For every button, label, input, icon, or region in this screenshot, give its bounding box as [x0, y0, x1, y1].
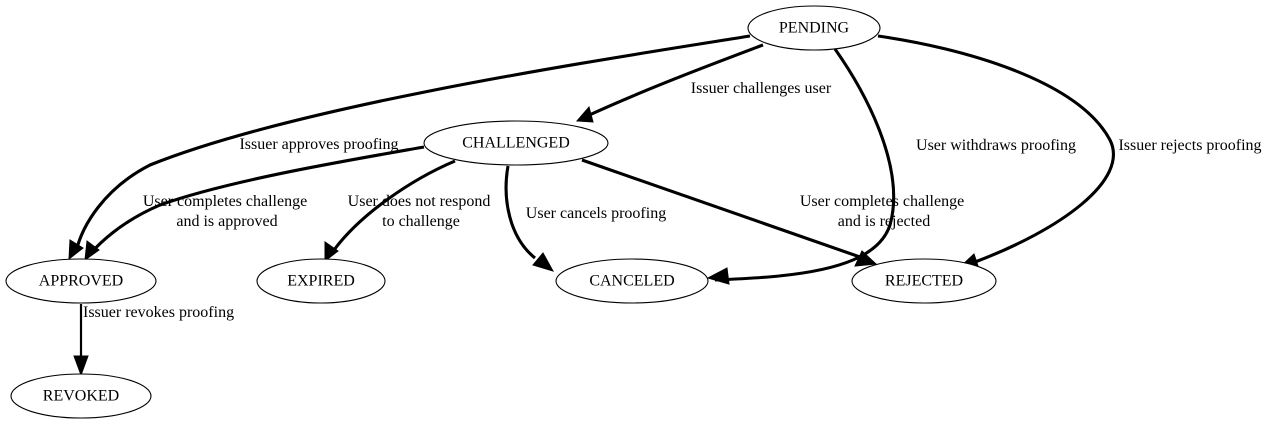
edge-challenged-canceled-arrowhead: [532, 252, 555, 272]
node-pending-label: PENDING: [779, 20, 850, 37]
edge-pending-approved-arrowhead: [68, 239, 84, 261]
node-rejected-shape[interactable]: [851, 258, 997, 304]
edge-pending-approved-label: Issuer approves proofing: [239, 136, 398, 153]
edge-pending-challenged-label: Issuer challenges user: [691, 80, 832, 97]
edge-challenged-approved-label: User completes challenge and is approved: [143, 193, 311, 230]
edge-pending-approved-line: [74, 34, 751, 253]
edge-pending-canceled: User withdraws proofing: [706, 48, 1076, 285]
edge-pending-challenged-arrowhead: [575, 105, 594, 123]
edge-pending-challenged-line: [584, 43, 764, 119]
node-pending[interactable]: PENDING: [747, 5, 881, 51]
node-pending-shape[interactable]: [747, 5, 881, 51]
edge-approved-revoked: Issuer revokes proofing: [73, 304, 234, 377]
edge-pending-canceled-line: [778, 48, 896, 278]
edge-challenged-approved: User completes challenge and is approved: [84, 145, 425, 262]
node-revoked-label: REVOKED: [43, 388, 119, 405]
edge-challenged-rejected: User completes challenge and is rejected: [581, 158, 968, 267]
node-canceled-shape[interactable]: [555, 258, 709, 304]
edge-challenged-approved-line: [89, 145, 425, 255]
edge-challenged-canceled-label: User cancels proofing: [526, 205, 666, 222]
edge-pending-canceled-arrowhead: [706, 267, 730, 285]
edge-pending-rejected-label: Issuer rejects proofing: [1118, 137, 1261, 154]
edge-challenged-expired-label: User does not respond to challenge: [348, 193, 495, 230]
node-rejected-label: REJECTED: [885, 273, 963, 290]
node-approved[interactable]: APPROVED: [5, 258, 157, 304]
node-canceled[interactable]: CANCELED: [555, 258, 709, 304]
edge-challenged-expired: User does not respond to challenge: [324, 159, 495, 263]
node-approved-label: APPROVED: [39, 273, 123, 290]
edge-pending-approved: Issuer approves proofing: [68, 34, 751, 261]
edge-pending-rejected-line: [877, 34, 1115, 264]
node-expired-shape[interactable]: [256, 258, 386, 304]
edge-approved-revoked-arrowhead: [73, 355, 89, 377]
edge-pending-canceled-line-tail: [714, 274, 780, 282]
edge-pending-challenged: Issuer challenges user: [575, 43, 832, 123]
node-expired-label: EXPIRED: [287, 273, 355, 290]
node-approved-shape[interactable]: [5, 258, 157, 304]
node-expired[interactable]: EXPIRED: [256, 258, 386, 304]
edge-challenged-rejected-label: User completes challenge and is rejected: [800, 193, 968, 230]
edge-challenged-canceled-line: [504, 165, 536, 260]
edge-pending-canceled-label: User withdraws proofing: [916, 137, 1076, 154]
edge-challenged-approved-arrowhead: [84, 240, 100, 262]
node-canceled-label: CANCELED: [589, 273, 674, 290]
node-challenged-label: CHALLENGED: [462, 135, 570, 152]
edge-challenged-canceled: User cancels proofing: [504, 165, 666, 272]
edge-challenged-rejected-arrowhead: [854, 250, 878, 267]
edge-challenged-rejected-line: [581, 158, 861, 259]
node-challenged[interactable]: CHALLENGED: [423, 120, 609, 166]
edge-challenged-expired-arrowhead: [324, 241, 339, 263]
node-revoked-shape[interactable]: [10, 373, 152, 419]
edge-approved-revoked-label: Issuer revokes proofing: [83, 304, 234, 321]
node-revoked[interactable]: REVOKED: [10, 373, 152, 419]
node-rejected[interactable]: REJECTED: [851, 258, 997, 304]
edge-challenged-expired-line: [332, 159, 456, 251]
node-challenged-shape[interactable]: [423, 120, 609, 166]
